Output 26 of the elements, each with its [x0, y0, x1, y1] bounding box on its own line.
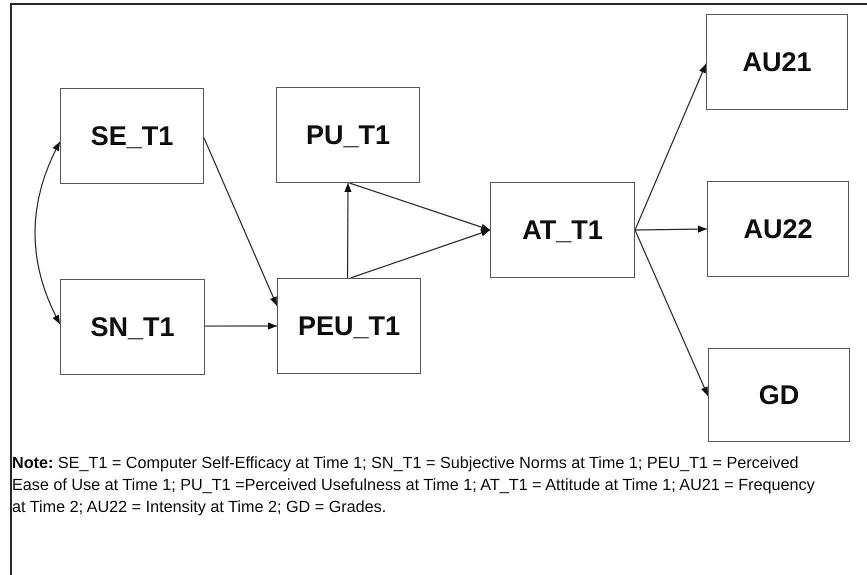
variable-label: AT_T1 [522, 214, 603, 246]
arrow [203, 138, 278, 306]
variable-box [707, 181, 849, 277]
arrow [634, 64, 707, 230]
variable-label: SE_T1 [90, 120, 174, 152]
variable-label: AU22 [743, 214, 813, 244]
variable-box [708, 348, 850, 442]
arrow [344, 183, 352, 278]
variable-box [276, 87, 420, 183]
variable-label: PEU_T1 [298, 310, 400, 342]
note-text: Note: SE_T1 = Computer Self-Efficacy at Time 1; SN_T1 = Subjective Norms at Time 1; PEU_T1 = Perceived Ease of Use at Time 1; PU_T1 =Perceived Usefulness at Time 1; AT_T1 = Attitude at Time 1; AU21 = Frequency at Time 2; AU22 = Intensity at Time 2; GD = Grades. [12, 453, 816, 518]
arrow [635, 226, 707, 233]
arrow [350, 229, 490, 279]
variable-label: PU_T1 [306, 120, 390, 150]
variable-box [490, 182, 635, 278]
arrow [34, 141, 61, 324]
arrow [634, 230, 709, 396]
variable-box [60, 279, 205, 375]
variable-box [277, 278, 421, 374]
arrow [349, 182, 490, 231]
variable-box [60, 88, 204, 184]
arrow [205, 322, 277, 330]
variable-label: GD [758, 380, 800, 410]
variable-label: SN_T1 [90, 312, 175, 342]
variable-box [706, 14, 848, 110]
variable-label: AU21 [742, 46, 812, 78]
